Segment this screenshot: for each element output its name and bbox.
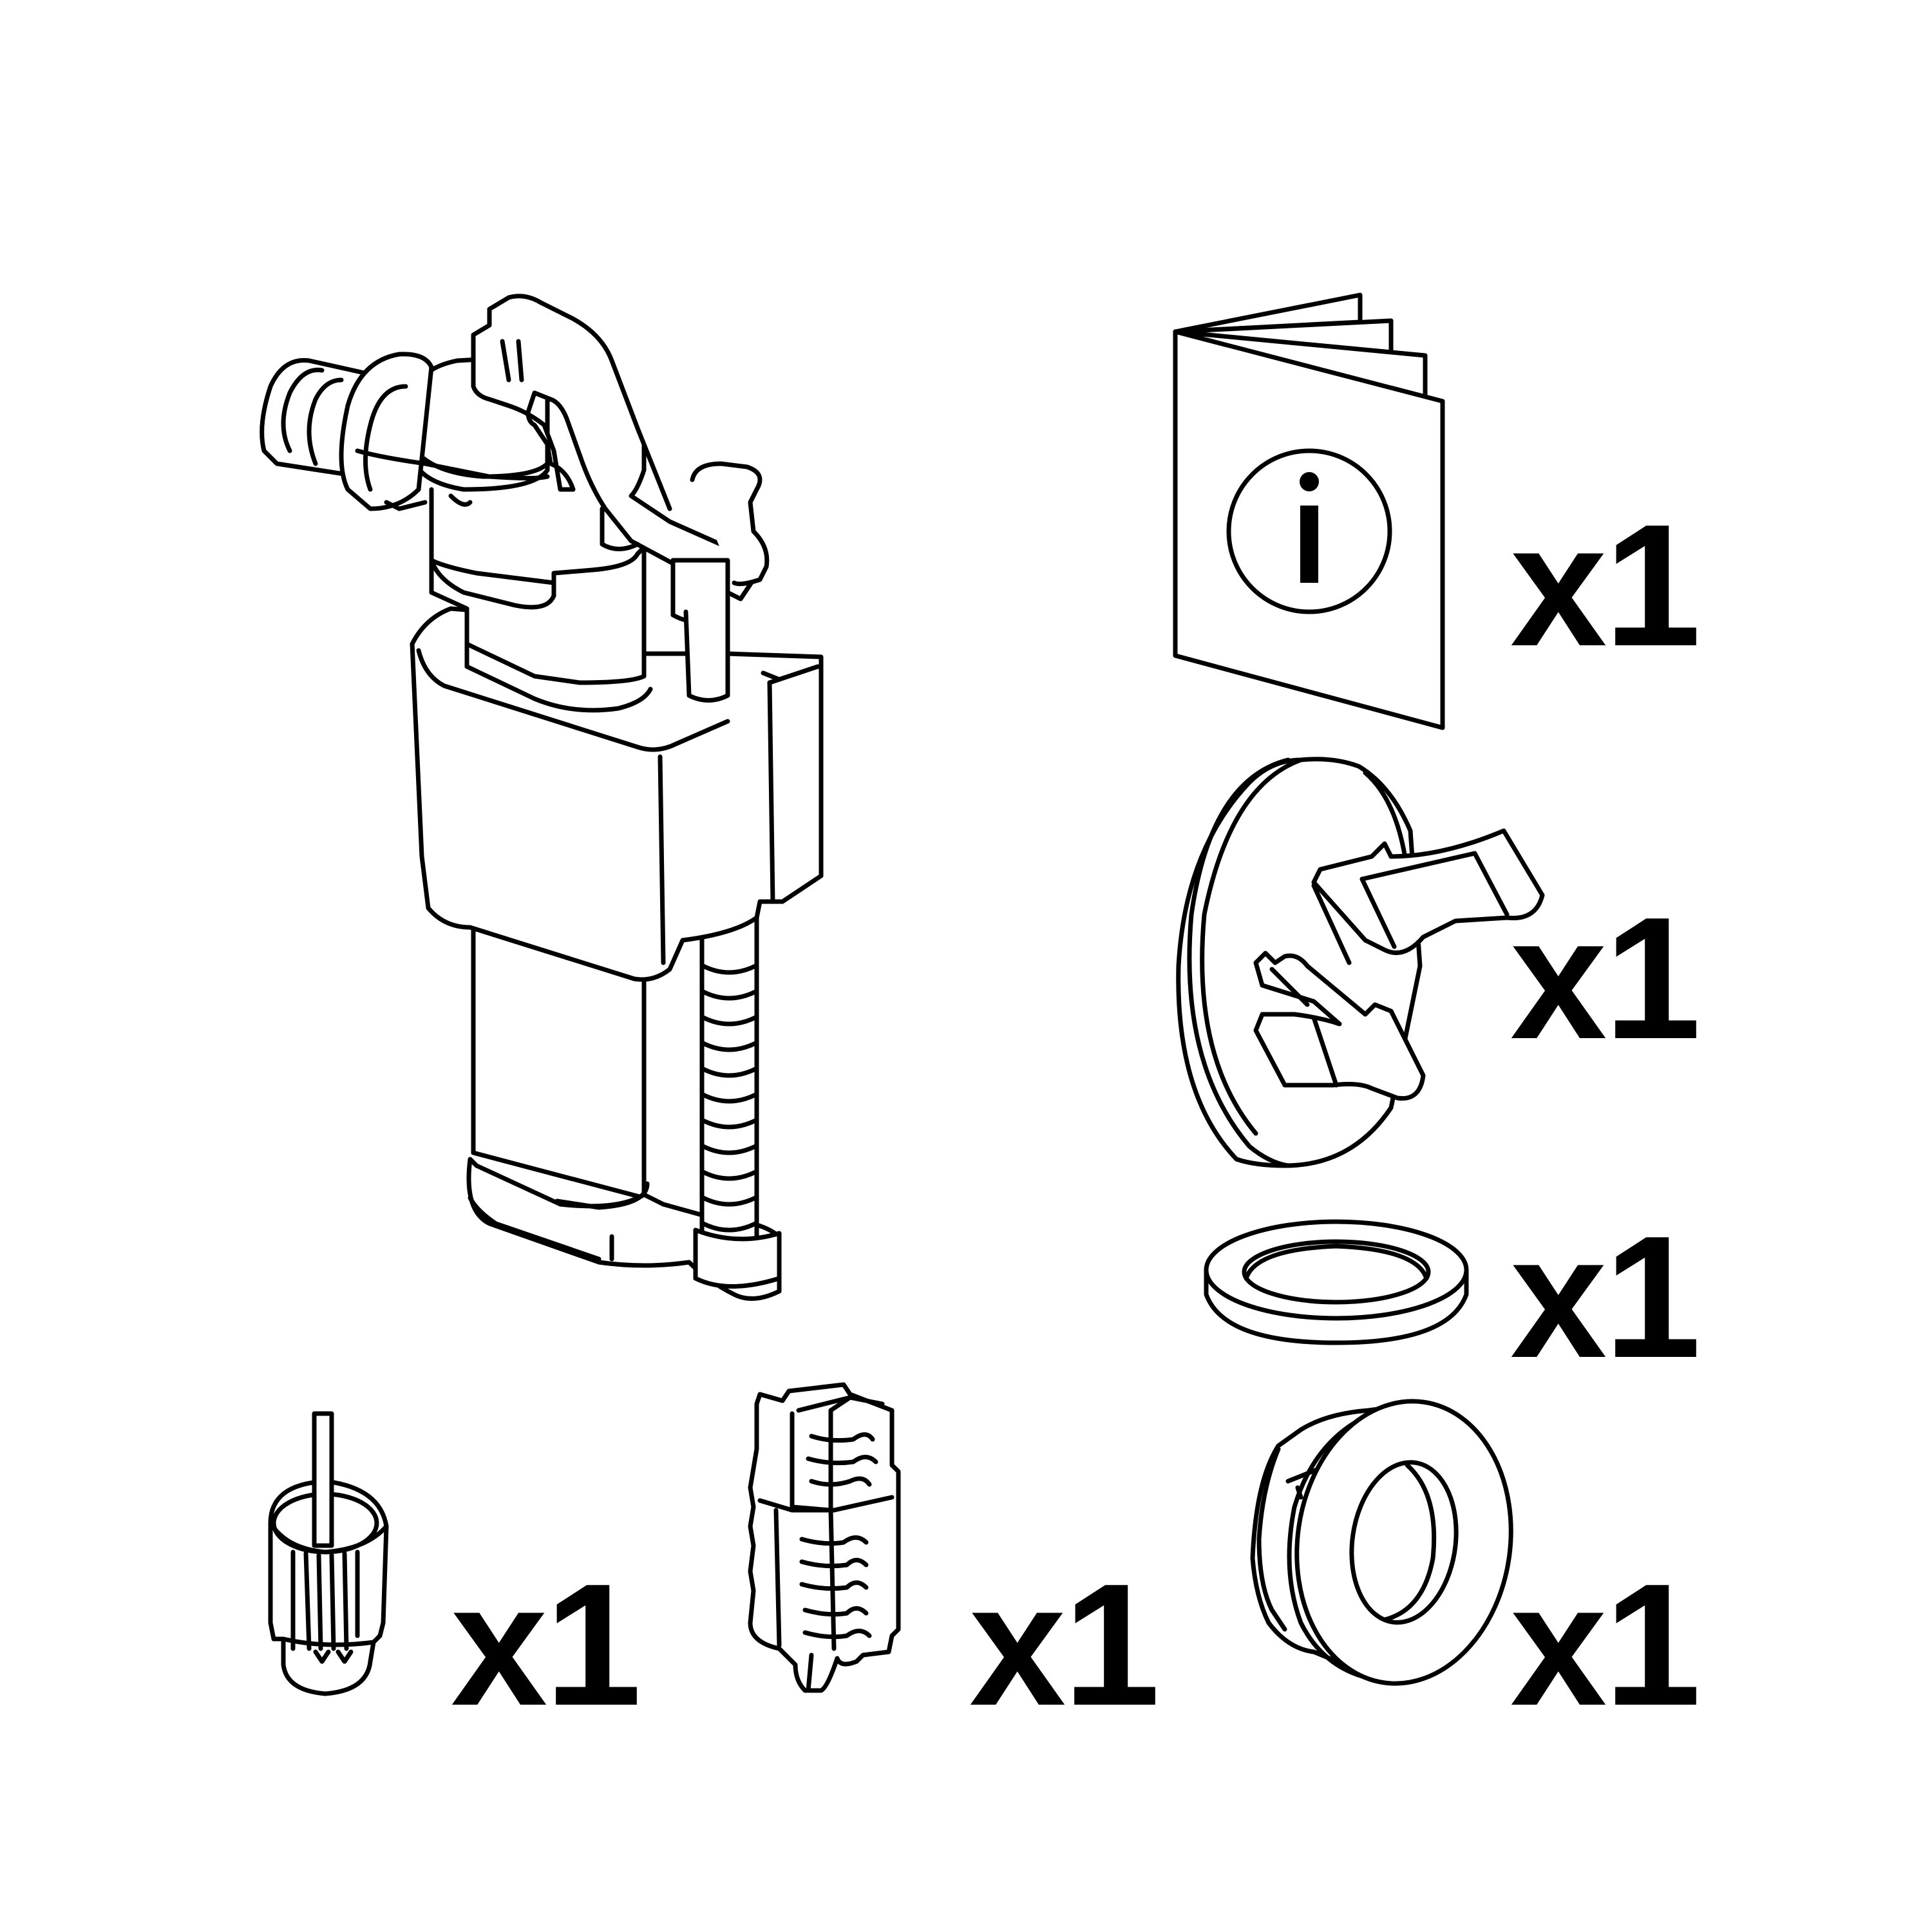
washer-icon (1204, 1219, 1469, 1345)
grommet-quantity: x1 (1510, 1548, 1701, 1742)
washer-quantity: x1 (1510, 1200, 1701, 1394)
grommet-icon (1250, 1399, 1513, 1686)
adapter-plug-icon (268, 1411, 389, 1696)
float-clip-icon (748, 1382, 901, 1693)
info-booklet-icon (1173, 292, 1445, 730)
bracket-quantity: x1 (1510, 882, 1701, 1075)
adapter-plug-quantity: x1 (451, 1548, 641, 1742)
booklet-quantity: x1 (1510, 489, 1701, 683)
fill-valve-icon (260, 294, 824, 1301)
float-clip-quantity: x1 (969, 1548, 1160, 1742)
bracket-clip-icon (1176, 757, 1545, 1168)
